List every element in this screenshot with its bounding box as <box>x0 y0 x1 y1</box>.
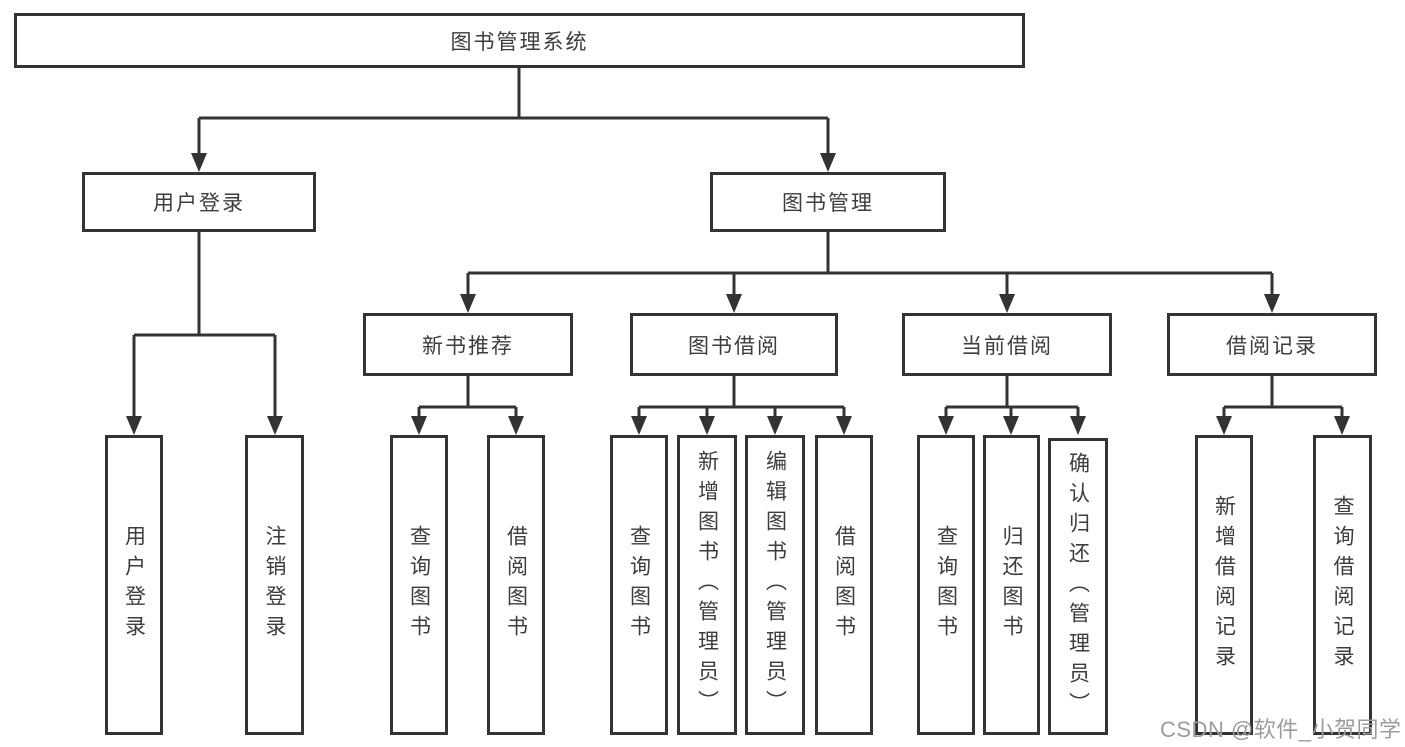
node-book-borrowing: 图书借阅 <box>630 313 838 376</box>
leaf-label: 查询图书 <box>627 525 651 645</box>
leaf-label: 借阅图书 <box>832 525 856 645</box>
tree-edges <box>132 68 1344 418</box>
node-current-borrowing: 当前借阅 <box>902 313 1112 376</box>
leaf-label: 用户登录 <box>122 525 146 645</box>
node-leaf-user-login: 用户登录 <box>105 435 163 735</box>
leaf-label: 借阅图书 <box>504 525 528 645</box>
leaf-label: 新增借阅记录 <box>1212 495 1236 675</box>
node-leaf-bb-query-books: 查询图书 <box>610 435 668 735</box>
leaf-label: 查询图书 <box>407 525 431 645</box>
leaf-label: 编辑图书（管理员） <box>763 450 787 720</box>
node-leaf-bb-borrow-books: 借阅图书 <box>815 435 873 735</box>
node-borrowing-records: 借阅记录 <box>1167 313 1377 376</box>
node-leaf-nbr-borrow-books: 借阅图书 <box>487 435 545 735</box>
node-leaf-cb-return-books: 归还图书 <box>983 435 1040 735</box>
leaf-label: 注销登录 <box>263 525 286 645</box>
leaf-label: 确认归还（管理员） <box>1066 451 1090 722</box>
node-new-book-recommend: 新书推荐 <box>363 313 573 376</box>
node-leaf-nbr-query-books: 查询图书 <box>390 435 448 735</box>
node-book-management-branch: 图书管理 <box>710 172 946 232</box>
leaf-label: 查询图书 <box>934 525 958 645</box>
node-leaf-logout: 注销登录 <box>245 435 304 735</box>
node-leaf-cb-confirm-return-admin: 确认归还（管理员） <box>1048 438 1108 735</box>
node-leaf-br-add-record: 新增借阅记录 <box>1195 435 1253 735</box>
leaf-label: 归还图书 <box>1000 525 1023 645</box>
node-leaf-cb-query-books: 查询图书 <box>917 435 975 735</box>
leaf-label: 新增图书（管理员） <box>695 450 719 720</box>
arrowheads <box>126 153 1350 435</box>
node-leaf-bb-edit-books-admin: 编辑图书（管理员） <box>745 435 805 735</box>
node-leaf-bb-add-books-admin: 新增图书（管理员） <box>677 435 737 735</box>
node-leaf-br-query-record: 查询借阅记录 <box>1313 435 1372 735</box>
leaf-label: 查询借阅记录 <box>1331 495 1354 675</box>
csdn-watermark: CSDN @软件_小贺同学 <box>1160 717 1402 742</box>
node-user-login-branch: 用户登录 <box>82 172 316 232</box>
node-root-system: 图书管理系统 <box>14 13 1025 68</box>
